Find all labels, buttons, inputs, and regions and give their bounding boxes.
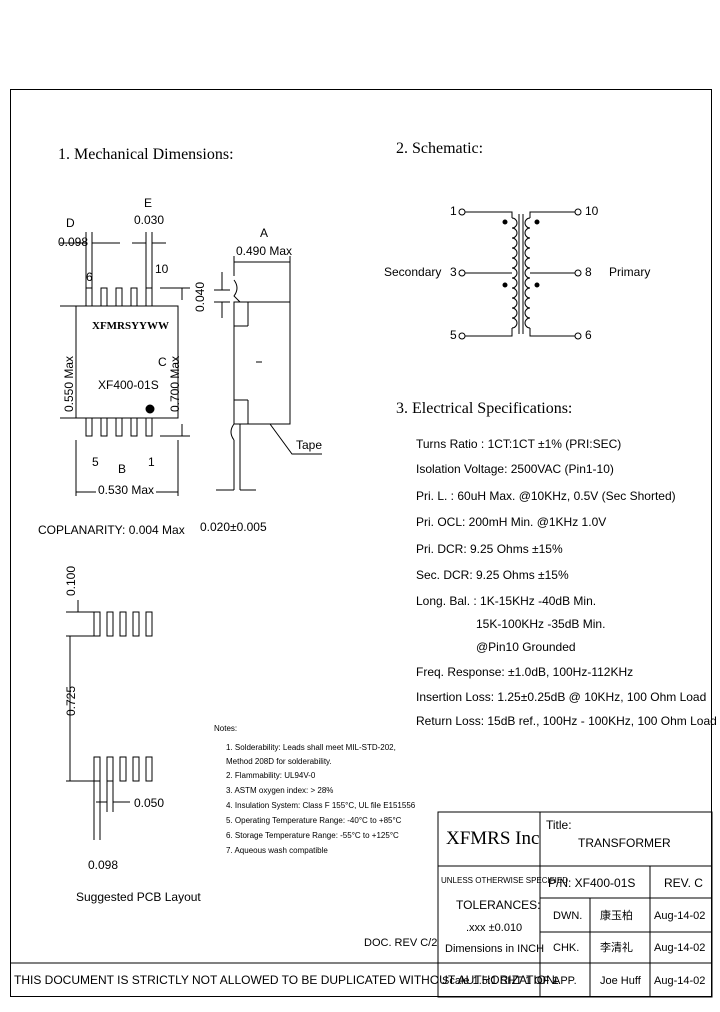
- dwn-label: DWN.: [553, 910, 583, 922]
- lead-width-dim: 0.020±0.005: [200, 520, 267, 534]
- dwn-date: Aug-14-02: [654, 910, 706, 922]
- mechanical-heading: 1. Mechanical Dimensions:: [58, 146, 234, 163]
- tolerance-value: .xxx ±0.010: [466, 922, 523, 934]
- note-item: 4. Insulation System: Class F 155°C, UL …: [226, 801, 416, 810]
- title-label: Title:: [546, 818, 572, 832]
- note-item: 7. Aqueous wash compatible: [226, 846, 328, 855]
- dim-0040-value: 0.040: [193, 281, 207, 312]
- pcb-dim-0100: 0.100: [64, 565, 78, 596]
- schematic-pin-8: 8: [585, 265, 592, 279]
- chk-name: 李清礼: [600, 942, 633, 954]
- spec-line: Long. Bal. : 1K-15KHz -40dB Min.: [416, 594, 597, 608]
- spec-line: @Pin10 Grounded: [476, 640, 576, 654]
- spec-line: Insertion Loss: 1.25±0.25dB @ 10KHz, 100…: [416, 690, 707, 704]
- app-name: Joe Huff: [600, 975, 641, 987]
- drawing-sheet-border: [10, 89, 712, 997]
- spec-line: Pri. DCR: 9.25 Ohms ±15%: [416, 542, 563, 556]
- coplanarity-note: COPLANARITY: 0.004 Max: [38, 523, 185, 537]
- electrical-heading: 3. Electrical Specifications:: [396, 400, 573, 417]
- pcb-dim-0725: 0.725: [64, 685, 78, 716]
- doc-revision: DOC. REV C/2: [364, 937, 438, 949]
- chk-date: Aug-14-02: [654, 942, 706, 954]
- note-item: 5. Operating Temperature Range: -40°C to…: [226, 816, 402, 825]
- component-body-top-view: [75, 305, 179, 419]
- pcb-caption: Suggested PCB Layout: [76, 890, 201, 904]
- marking-line-1: XFMRSYYWW: [92, 320, 169, 332]
- dim-0550-value: 0.550 Max: [62, 355, 76, 412]
- pin-10-label: 10: [155, 262, 169, 276]
- spec-line: Sec. DCR: 9.25 Ohms ±15%: [416, 568, 569, 582]
- schematic-pin-1: 1: [450, 204, 457, 218]
- dim-d-label: D: [66, 216, 75, 230]
- pin-6-label: 6: [86, 270, 93, 284]
- pin1-marker-dot: [145, 404, 155, 414]
- dim-e-value: 0.030: [134, 213, 165, 227]
- dim-c-label: C: [158, 355, 167, 369]
- app-date: Aug-14-02: [654, 975, 706, 987]
- pin-5-label: 5: [92, 455, 99, 469]
- pcb-dim-0098: 0.098: [88, 858, 119, 872]
- scale-sheet: Scale 1.5:1 SHT 1 OF 1: [442, 975, 559, 987]
- pcb-pads-bottom: [93, 756, 153, 782]
- marking-line-2: XF400-01S: [98, 378, 159, 392]
- spec-line: Freq. Response: ±1.0dB, 100Hz-112KHz: [416, 665, 634, 679]
- schematic-pin-5: 5: [450, 328, 457, 342]
- pcb-pads-top: [93, 611, 153, 637]
- note-item: 2. Flammability: UL94V-0: [226, 771, 316, 780]
- title-block-grid: [10, 811, 713, 998]
- schematic-heading: 2. Schematic:: [396, 140, 484, 157]
- dim-a-value: 0.490 Max: [236, 244, 293, 258]
- drawing-title: TRANSFORMER: [578, 836, 671, 850]
- revision: REV. C: [664, 876, 703, 890]
- dim-a-label: A: [260, 226, 269, 240]
- schematic-drawing: [458, 208, 582, 340]
- spec-line: Pri. OCL: 200mH Min. @1KHz 1.0V: [416, 515, 607, 529]
- bottom-pins: [85, 417, 153, 437]
- schematic-pin-3: 3: [450, 265, 457, 279]
- dim-b-label: B: [118, 462, 127, 476]
- chk-label: CHK.: [553, 942, 580, 954]
- dimensions-unit: Dimensions in INCH: [445, 943, 545, 955]
- notes-title: Notes:: [214, 724, 238, 733]
- schematic-pin-10: 10: [585, 204, 599, 218]
- note-item: 6. Storage Temperature Range: -55°C to +…: [226, 831, 399, 840]
- dim-0700-value: 0.700 Max: [168, 355, 182, 412]
- dim-b-value: 0.530 Max: [98, 483, 155, 497]
- part-number: P/N: XF400-01S: [548, 876, 636, 890]
- note-item: 1. Solderability: Leads shall meet MIL-S…: [226, 743, 396, 752]
- pin-1-label: 1: [148, 455, 155, 469]
- tape-label: Tape: [296, 438, 323, 452]
- spec-line: 15K-100KHz -35dB Min.: [476, 617, 606, 631]
- component-body-side-view: [233, 301, 291, 425]
- app-label: APP.: [553, 975, 577, 987]
- note-item: Method 208D for solderability.: [226, 757, 332, 766]
- pcb-dim-0050: 0.050: [134, 796, 165, 810]
- spec-line: Return Loss: 15dB ref., 100Hz - 100KHz, …: [416, 714, 717, 728]
- note-item: 3. ASTM oxygen index: > 28%: [226, 786, 334, 795]
- tolerances-label: TOLERANCES:: [456, 898, 541, 912]
- spec-line: Isolation Voltage: 2500VAC (Pin1-10): [416, 462, 614, 476]
- spec-line: Pri. L. : 60uH Max. @10KHz, 0.5V (Sec Sh…: [416, 489, 676, 503]
- company-name: XFMRS Inc: [446, 828, 540, 849]
- duplication-warning: THIS DOCUMENT IS STRICTLY NOT ALLOWED TO…: [14, 973, 555, 987]
- schematic-pin-6: 6: [585, 328, 592, 342]
- dwn-name: 康玉柏: [600, 910, 633, 922]
- dim-d-value: 0.098: [58, 235, 89, 249]
- dim-e-label: E: [144, 196, 153, 210]
- spec-line: Turns Ratio : 1CT:1CT ±1% (PRI:SEC): [416, 437, 622, 451]
- top-pins: [85, 287, 153, 307]
- unless-specified: UNLESS OTHERWISE SPECIFIED: [441, 876, 568, 885]
- schematic-primary-label: Primary: [609, 265, 651, 279]
- schematic-secondary-label: Secondary: [384, 265, 442, 279]
